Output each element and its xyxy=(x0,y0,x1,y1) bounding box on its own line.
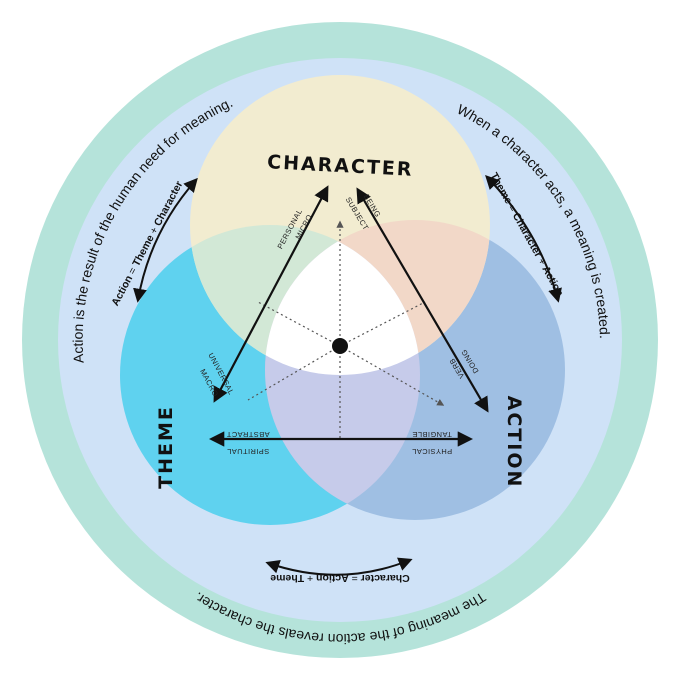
curved-arrow-top-left xyxy=(133,177,198,303)
arrow-theme-character xyxy=(213,185,329,403)
arrow-character-action xyxy=(356,187,489,413)
triangle-arrows xyxy=(208,185,489,447)
label-physical: PHYSICAL xyxy=(412,447,452,456)
curved-arrow-bottom xyxy=(265,557,413,576)
title-theme: THEME xyxy=(155,405,177,489)
curved-arrow-top-right xyxy=(485,174,562,303)
curved-arrows xyxy=(133,174,562,576)
label-abstract: ABSTRACT xyxy=(226,430,269,439)
label-spiritual: SPIRITUAL xyxy=(227,447,269,456)
label-tangible: TANGIBLE xyxy=(412,430,452,439)
center-dot xyxy=(332,338,348,354)
title-action: ACTION xyxy=(503,396,525,489)
